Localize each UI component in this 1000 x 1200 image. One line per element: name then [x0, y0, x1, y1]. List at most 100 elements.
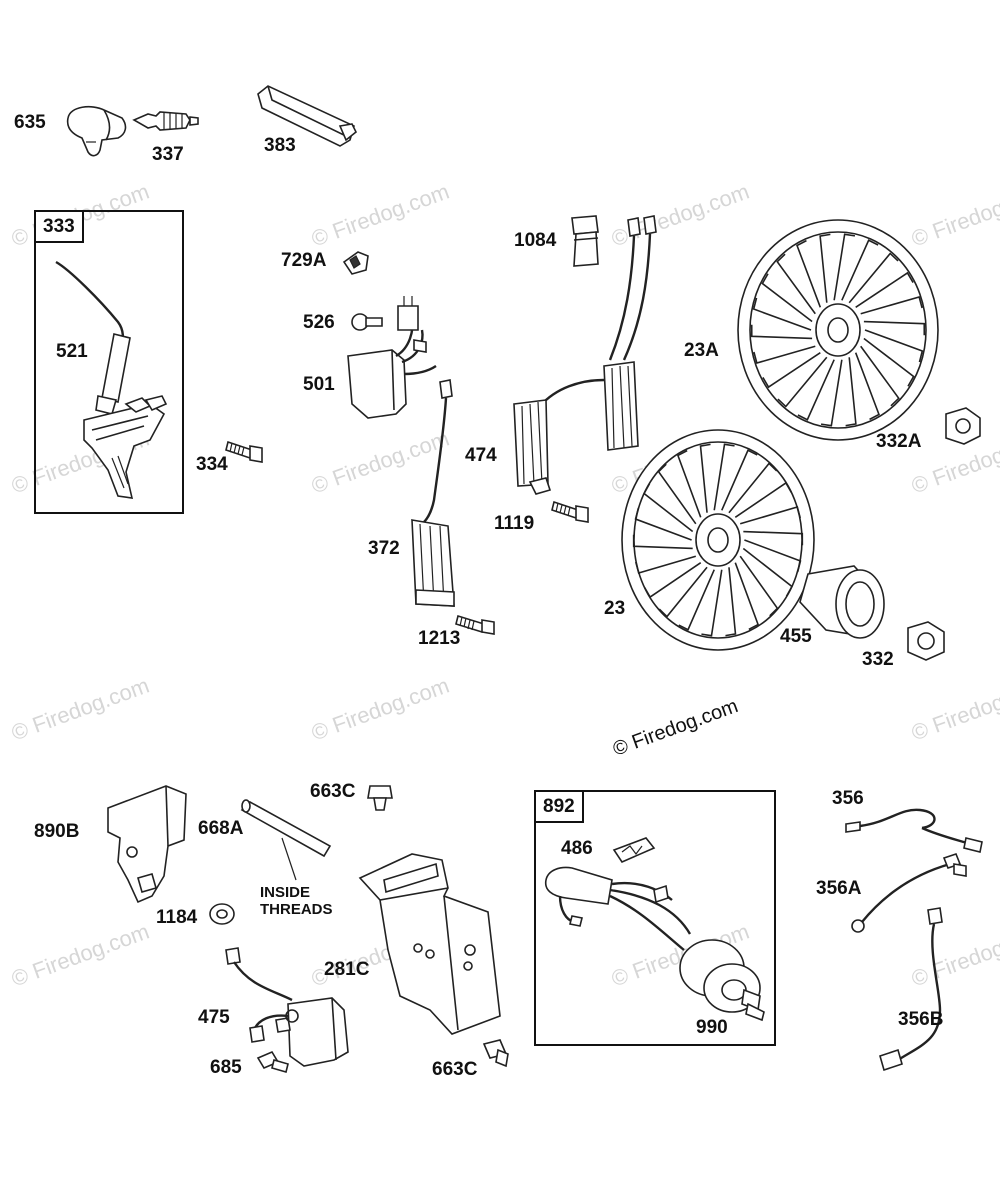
part-label-663C-top[interactable]: 663C [310, 781, 356, 802]
part-1084-connector-drawing [571, 215, 599, 267]
part-label-1119[interactable]: 1119 [494, 513, 535, 534]
part-23A-flywheel-drawing [737, 219, 939, 441]
flywheel-fin [632, 534, 693, 550]
part-668A-stud-drawing [240, 799, 332, 881]
part-label-501[interactable]: 501 [303, 374, 335, 395]
part-663C-bottom-screw-drawing [482, 1039, 509, 1068]
flywheel-fin [797, 359, 835, 421]
flywheel-fin [820, 359, 843, 427]
part-1213-screw-drawing [455, 614, 495, 635]
part-label-635[interactable]: 635 [14, 112, 46, 133]
flywheel-fin [744, 539, 802, 573]
flywheel-fin [725, 567, 737, 637]
kit-892-box: 892 [534, 790, 776, 1046]
flywheel-fin [634, 555, 697, 575]
part-23-fins [632, 443, 804, 637]
part-501-rectifier-drawing [347, 296, 437, 419]
part-23-flywheel-drawing [621, 429, 815, 651]
flywheel-fin [860, 345, 900, 407]
flywheel-fin [776, 253, 816, 315]
flywheel-fin [678, 569, 715, 631]
part-label-356A[interactable]: 356A [816, 878, 862, 899]
flywheel-fin [854, 352, 880, 421]
flywheel-fin [845, 357, 857, 427]
part-337-spark-plug-drawing [132, 111, 199, 131]
flywheel-fin [634, 507, 692, 541]
flywheel-fin [855, 271, 914, 308]
flywheel-fin [833, 233, 856, 301]
part-label-372[interactable]: 372 [368, 538, 400, 559]
part-label-356B[interactable]: 356B [898, 1009, 944, 1030]
flywheel-fin [734, 481, 793, 518]
flywheel-fin [796, 239, 822, 308]
flywheel-fin [728, 462, 778, 514]
flywheel-fin [743, 530, 804, 546]
flywheel-fin [777, 356, 828, 408]
part-label-1213[interactable]: 1213 [418, 628, 461, 649]
flywheel-fin [701, 569, 723, 637]
flywheel-fin [752, 297, 812, 331]
part-372-coil-drawing [411, 379, 455, 607]
part-label-332[interactable]: 332 [862, 649, 894, 670]
part-label-1184[interactable]: 1184 [156, 907, 198, 928]
flywheel-fin [819, 233, 831, 303]
part-label-685[interactable]: 685 [210, 1057, 242, 1078]
part-474-alternator-drawing [513, 215, 657, 495]
part-label-475[interactable]: 475 [198, 1007, 230, 1028]
part-383-tool-drawing [257, 85, 358, 147]
flywheel-fin [864, 329, 924, 363]
flywheel-fin [739, 505, 802, 525]
part-label-474[interactable]: 474 [465, 445, 497, 466]
part-990-ignition-switch-drawing [544, 866, 765, 1022]
part-label-668A[interactable]: 668A [198, 818, 244, 839]
flywheel-fin [739, 555, 779, 617]
part-685-screw-drawing [256, 1050, 289, 1073]
part-label-526[interactable]: 526 [303, 312, 335, 333]
part-label-663C-bottom[interactable]: 663C [432, 1059, 478, 1080]
flywheel-fin [863, 337, 915, 387]
part-label-729A[interactable]: 729A [281, 250, 327, 271]
part-label-337[interactable]: 337 [152, 144, 184, 165]
flywheel-fin [841, 239, 879, 301]
flywheel-fin [676, 449, 702, 518]
flywheel-fin [762, 352, 821, 389]
flywheel-fin [860, 295, 923, 315]
part-label-486[interactable]: 486 [561, 838, 593, 859]
part-label-356[interactable]: 356 [832, 788, 864, 809]
part-label-990[interactable]: 990 [696, 1017, 728, 1038]
flywheel-fin [643, 562, 702, 599]
flywheel-fin [742, 547, 793, 597]
part-663C-top-screw-drawing [367, 785, 393, 811]
part-label-281C[interactable]: 281C [324, 959, 370, 980]
part-356B-wire-drawing [879, 907, 943, 1072]
flywheel-fin [753, 345, 816, 365]
part-label-521[interactable]: 521 [56, 341, 88, 362]
part-332-nut-drawing [907, 621, 945, 661]
part-729A-clip-drawing [342, 251, 369, 275]
kit-333-label[interactable]: 333 [36, 212, 84, 243]
inside-threads-line-2: THREADS [260, 901, 333, 918]
flywheel-fin [657, 463, 697, 525]
part-label-1084[interactable]: 1084 [514, 230, 557, 251]
part-label-332A[interactable]: 332A [876, 431, 922, 452]
flywheel-fin [761, 273, 813, 323]
flywheel-fin [863, 320, 926, 336]
part-label-890B[interactable]: 890B [34, 821, 80, 842]
kit-892-label[interactable]: 892 [536, 792, 584, 823]
part-635-spark-plug-boot-drawing [66, 105, 127, 157]
inside-threads-note: INSIDE THREADS [260, 884, 333, 918]
part-label-383[interactable]: 383 [264, 135, 296, 156]
flywheel-fin [658, 566, 708, 618]
part-label-23A[interactable]: 23A [684, 340, 719, 361]
part-281C-bracket-drawing [358, 853, 501, 1035]
flywheel-fin [643, 483, 694, 533]
part-label-334[interactable]: 334 [196, 454, 228, 475]
part-526-screw-drawing [351, 313, 383, 331]
part-1119-screw-drawing [551, 500, 589, 523]
part-label-23[interactable]: 23 [604, 598, 626, 619]
part-label-455[interactable]: 455 [780, 626, 812, 647]
flywheel-fin [713, 443, 735, 511]
flywheel-fin [750, 324, 813, 340]
